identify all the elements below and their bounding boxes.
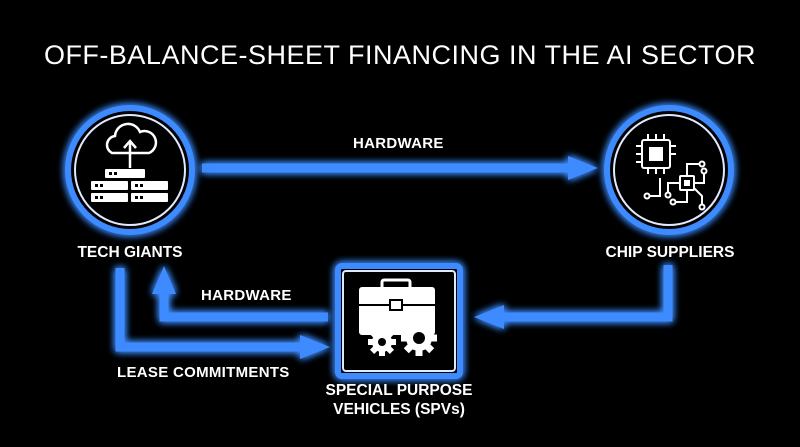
node-spv (335, 263, 463, 379)
label-chip-suppliers: CHIP SUPPLIERS (605, 244, 735, 261)
label-spv-line2: VEHICLES (SPVs) (333, 401, 465, 418)
arrow-chip-to-spv (474, 265, 673, 329)
arrow-tech-to-chip (202, 156, 598, 180)
label-spv-line1: SPECIAL PURPOSE (325, 382, 473, 399)
page-title: OFF-BALANCE-SHEET FINANCING IN THE AI SE… (43, 40, 757, 70)
arrow-tech-to-spv (115, 268, 330, 359)
edge-label-lease-commitments: LEASE COMMITMENTS (117, 364, 290, 381)
node-tech-giants (65, 105, 195, 235)
edge-label-hardware-top: HARDWARE (353, 135, 444, 152)
edge-label-hardware-spv: HARDWARE (201, 287, 292, 304)
cloud-server-icon (91, 122, 168, 202)
label-tech-giants: TECH GIANTS (77, 244, 183, 261)
chip-circuit-icon (636, 134, 708, 211)
arrow-spv-to-tech (152, 266, 328, 322)
node-chip-suppliers (604, 105, 734, 235)
